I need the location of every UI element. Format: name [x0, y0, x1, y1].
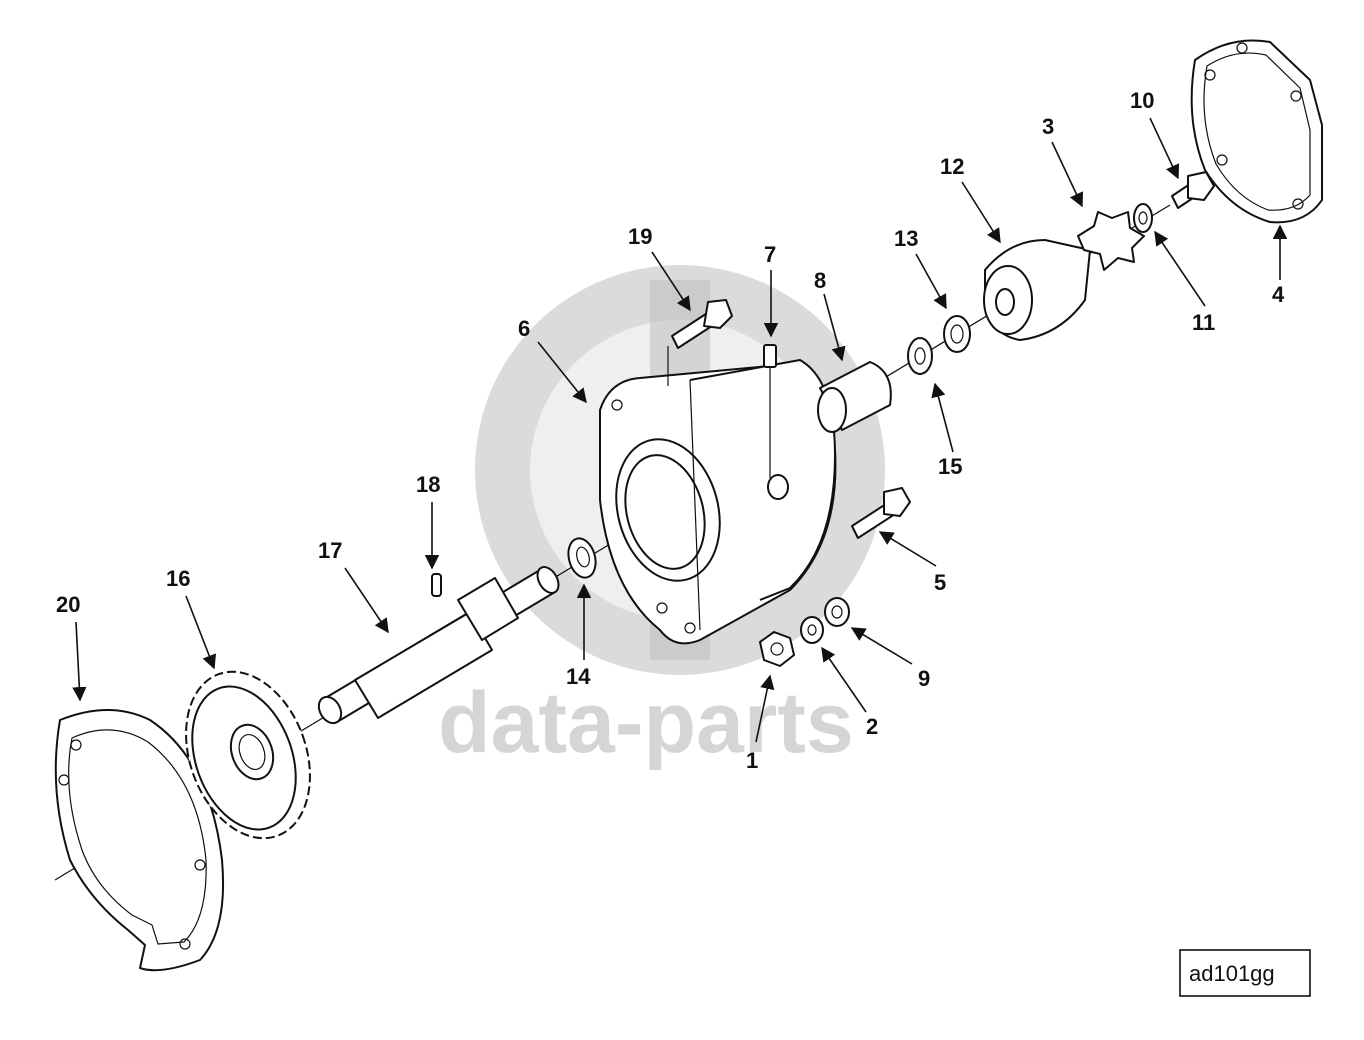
callout-14: 14: [566, 664, 591, 689]
callout-2: 2: [866, 714, 878, 739]
callout-13: 13: [894, 226, 918, 251]
callout-9: 9: [918, 666, 930, 691]
cap-screw-10-part: [1171, 171, 1215, 209]
callout-3: 3: [1042, 114, 1054, 139]
coupling-spider-part: [1077, 211, 1145, 271]
leader-lines: [72, 117, 1288, 743]
callout-7: 7: [764, 242, 776, 267]
pump-housing-part: [599, 359, 837, 645]
washer-15-part: [907, 337, 933, 375]
set-screw-part: [763, 344, 777, 478]
callout-11: 11: [1192, 310, 1215, 335]
callout-16: 16: [166, 566, 190, 591]
callout-labels: 20 16 17 18 14 6 19 7 8 13 15 12 3 10 11…: [56, 88, 1285, 773]
drive-gear-part: [185, 670, 311, 840]
callout-15: 15: [938, 454, 962, 479]
callout-20: 20: [56, 592, 80, 617]
watermark-text: data-parts: [438, 675, 854, 771]
callout-8: 8: [814, 268, 826, 293]
drive-shaft-part: [317, 566, 560, 725]
reference-code-text: ad101gg: [1189, 961, 1275, 986]
callout-4: 4: [1272, 282, 1285, 307]
cap-screw-5-part: [851, 487, 911, 539]
callout-6: 6: [518, 316, 530, 341]
coupling-hub-part: [983, 239, 1091, 341]
reference-code-box: ad101gg: [1179, 949, 1311, 997]
dowel-pin-part: [431, 573, 442, 597]
flat-washer-2-part: [800, 616, 824, 644]
washer-11-part: [1133, 203, 1153, 233]
hex-nut-1-part: [759, 631, 795, 667]
bushing-part: [817, 361, 892, 433]
callout-18: 18: [416, 472, 440, 497]
callout-5: 5: [934, 570, 946, 595]
callout-10: 10: [1130, 88, 1154, 113]
gasket-left-part: [54, 709, 225, 972]
washer-13-part: [943, 315, 971, 353]
thrust-washer-part: [567, 537, 597, 579]
lock-washer-9-part: [824, 597, 850, 627]
callout-12: 12: [940, 154, 964, 179]
callout-19: 19: [628, 224, 652, 249]
gasket-right-part: [1190, 39, 1323, 224]
callout-1: 1: [746, 748, 758, 773]
cap-screw-top-part: [667, 299, 733, 386]
callout-17: 17: [318, 538, 342, 563]
